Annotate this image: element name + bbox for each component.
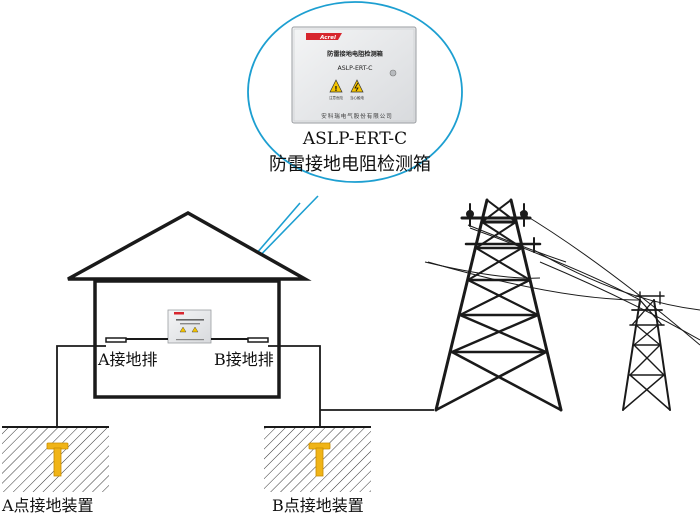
warning-electric-icon [350, 79, 364, 93]
panel-title: 防雷接地电阻检测箱 [327, 50, 383, 58]
warning-right-text: 当心触电 [350, 95, 364, 100]
wire-a [56, 345, 106, 427]
manufacturer-text: 安科瑞电气股份有限公司 [321, 112, 393, 120]
device-box-small [167, 309, 212, 344]
warning-left-text: 注意危险 [329, 95, 343, 100]
power-lines [424, 211, 700, 346]
brand-badge: Acrel [306, 33, 342, 41]
house-roof [67, 210, 312, 281]
busbar-b-label: B接地排 [214, 350, 274, 369]
device-callout: Acrel 防雷接地电阻检测箱 ASLP-ERT-C ! 注意危险 当心触电 安… [211, 1, 463, 306]
warning-caution-icon: ! [329, 79, 343, 93]
ground-electrode-b [308, 442, 331, 477]
transmission-tower-large [434, 198, 563, 412]
device-name-caption: 防雷接地电阻检测箱 [269, 154, 431, 175]
device-box-large: Acrel 防雷接地电阻检测箱 ASLP-ERT-C ! 注意危险 当心触电 安… [291, 26, 417, 124]
ground-b-label: B点接地装置 [272, 496, 364, 514]
svg-text:!: ! [334, 85, 337, 93]
wire-b [268, 345, 321, 427]
busbar-a [105, 337, 127, 343]
ground-wires [56, 345, 434, 427]
brand-name: Acrel [319, 35, 336, 41]
transmission-tower-small [622, 291, 671, 411]
busbar-a-label: A接地排 [97, 350, 158, 369]
device-model-caption: ASLP-ERT-C [302, 129, 407, 149]
ground-electrode-a [46, 442, 69, 477]
busbar-b [247, 337, 269, 343]
ground-a-label: A点接地装置 [1, 496, 94, 514]
panel-model: ASLP-ERT-C [338, 65, 373, 72]
lock-icon [389, 69, 397, 77]
